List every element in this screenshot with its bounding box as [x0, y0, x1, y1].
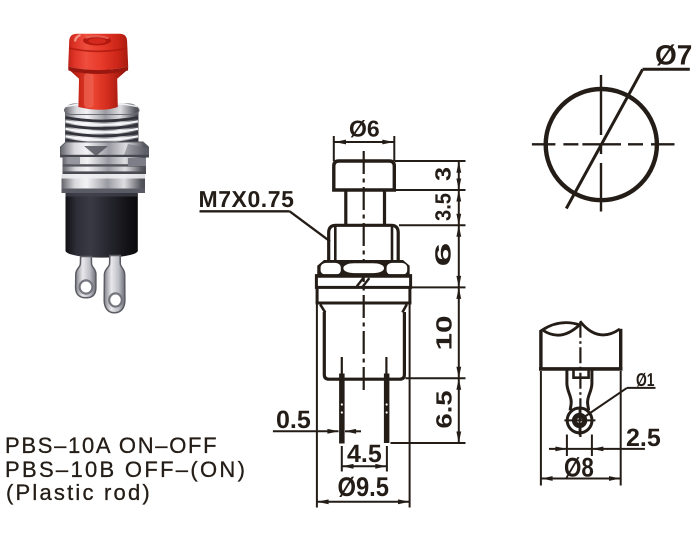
svg-text:3: 3: [431, 167, 456, 181]
svg-text:3.5: 3.5: [431, 193, 456, 221]
svg-text:Ø7: Ø7: [655, 40, 692, 71]
svg-text:6.5: 6.5: [432, 391, 457, 429]
svg-text:6: 6: [431, 243, 456, 267]
svg-text:Ø8: Ø8: [564, 453, 594, 483]
svg-text:M7X0.75: M7X0.75: [199, 186, 295, 212]
svg-text:0.5: 0.5: [276, 406, 311, 434]
svg-text:Ø9.5: Ø9.5: [338, 472, 390, 502]
svg-text:Ø6: Ø6: [349, 115, 380, 141]
svg-text:Ø1: Ø1: [636, 369, 655, 390]
svg-text:4.5: 4.5: [347, 440, 382, 468]
svg-text:10: 10: [432, 316, 457, 351]
svg-text:2.5: 2.5: [626, 424, 661, 452]
